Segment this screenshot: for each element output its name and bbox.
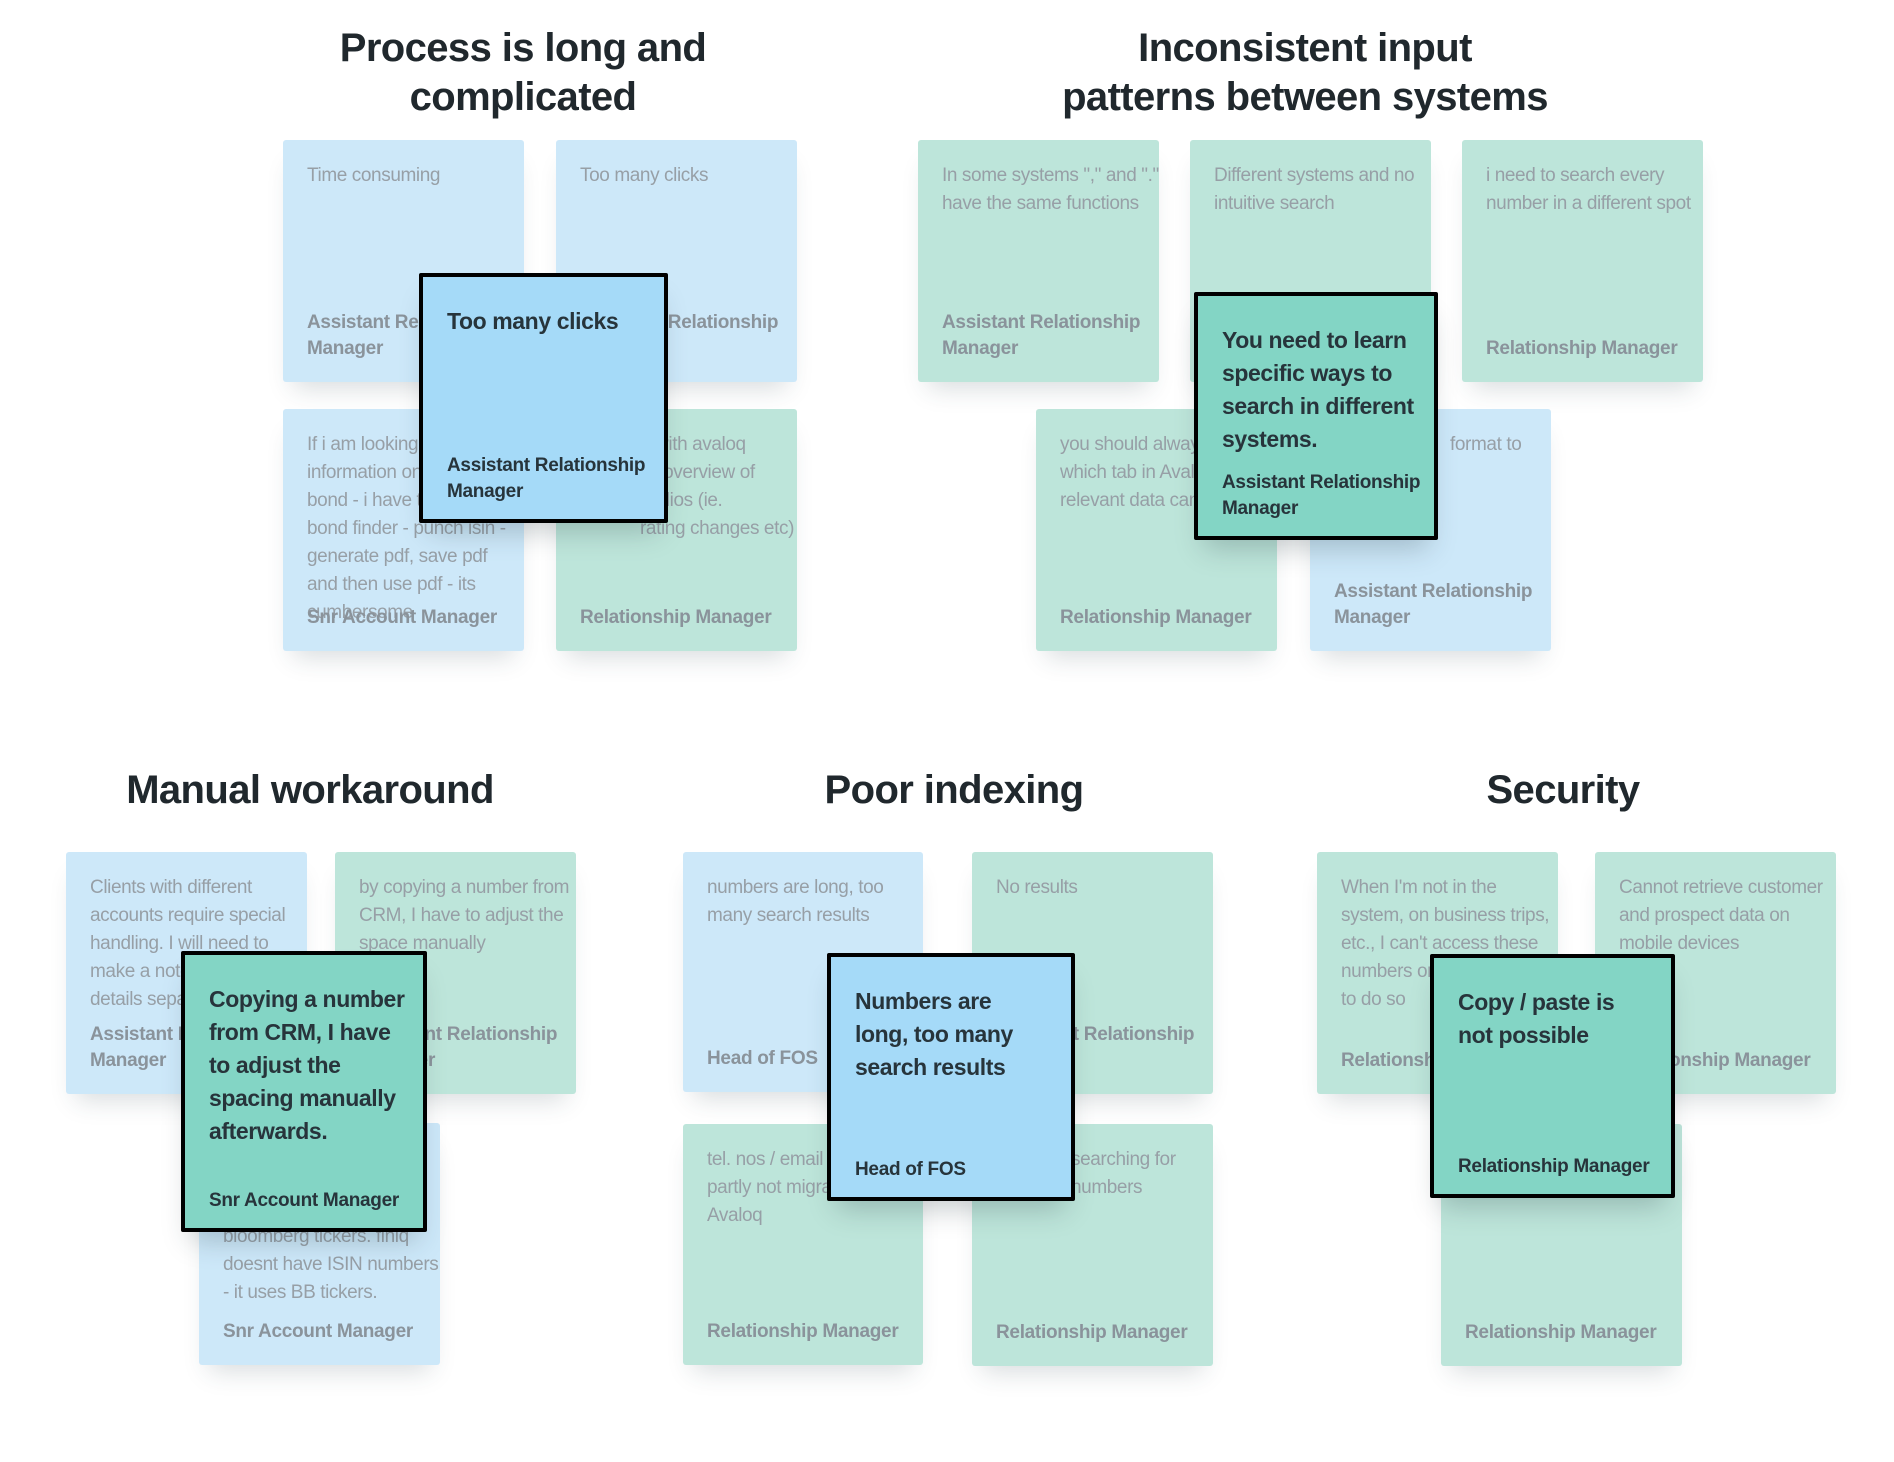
note-text: Copy / paste is not possible <box>1458 989 1615 1048</box>
note-text: If i am looking fo information on j bond… <box>307 434 506 623</box>
note-author: Head of FOS <box>855 1159 966 1180</box>
note-text: Numbers are long, too many search result… <box>855 988 1013 1080</box>
heading-poor-indexing[interactable]: Poor indexing <box>824 768 1084 812</box>
note-author: Head of FOS <box>707 1048 818 1069</box>
note-text: You need to learn specific ways to searc… <box>1222 327 1414 452</box>
heading-security[interactable]: Security <box>1486 768 1640 812</box>
note-text: In some systems "," and "." have the sam… <box>942 165 1159 214</box>
note-text: i need to search every number in a diffe… <box>1486 165 1691 214</box>
note-text: searching for numbers <box>1071 1149 1176 1198</box>
heading-manual-workaround[interactable]: Manual workaround <box>126 768 494 812</box>
note-author: Relationship Manager <box>1458 1156 1650 1177</box>
note-text: numbers are long, too many search result… <box>707 877 884 926</box>
note-author: Relationship Manager <box>580 607 772 628</box>
overlay-learn-specific-ways[interactable]: You need to learn specific ways to searc… <box>1194 292 1438 540</box>
note-text: you should always which tab in Avalo rel… <box>1060 434 1209 511</box>
note-search-every-number[interactable]: i need to search every number in a diffe… <box>1462 140 1703 382</box>
note-author: Snr Account Manager <box>307 607 497 628</box>
note-author: Relationship Manager <box>996 1322 1188 1343</box>
note-text: Time consuming <box>307 165 441 186</box>
note-author: Assistant Relationship Manager <box>1334 581 1533 628</box>
note-author: Assistant Relationship Manager <box>942 312 1141 359</box>
note-avaloq-tabs[interactable]: you should always which tab in Avalo rel… <box>1036 409 1277 651</box>
note-author: Relationship Manager <box>707 1321 899 1342</box>
note-author: Relationship Manager <box>1465 1322 1657 1343</box>
note-text: Copying a number from CRM, I have to adj… <box>209 986 405 1144</box>
note-author: Snr Account Manager <box>209 1190 399 1211</box>
note-author: Snr Account Manager <box>223 1321 413 1342</box>
note-text: No results <box>996 877 1078 898</box>
note-text: bloomberg tickers. finiq doesnt have ISI… <box>223 1226 439 1303</box>
note-text: Cannot retrieve customer and prospect da… <box>1619 877 1823 954</box>
overlay-copy-crm-spacing[interactable]: Copying a number from CRM, I have to adj… <box>181 951 427 1232</box>
note-author: Relationship Manager <box>1486 338 1678 359</box>
overlay-numbers-long[interactable]: Numbers are long, too many search result… <box>827 953 1075 1201</box>
note-text: Different systems and no intuitive searc… <box>1214 165 1415 214</box>
note-comma-period-functions[interactable]: In some systems "," and "." have the sam… <box>918 140 1159 382</box>
heading-inconsistent[interactable]: Inconsistent input patterns between syst… <box>1062 26 1548 119</box>
heading-process[interactable]: Process is long and complicated <box>339 26 707 119</box>
note-text: Too many clicks <box>580 165 709 186</box>
note-author: Relationship Manager <box>1060 607 1252 628</box>
note-text: Too many clicks <box>447 308 619 334</box>
note-author: Assistant Relationship Manager <box>447 455 646 502</box>
note-text: format to <box>1450 434 1522 455</box>
note-author: Assistant Relationship Manager <box>1222 472 1421 519</box>
note-text: by copying a number from CRM, I have to … <box>359 877 570 954</box>
